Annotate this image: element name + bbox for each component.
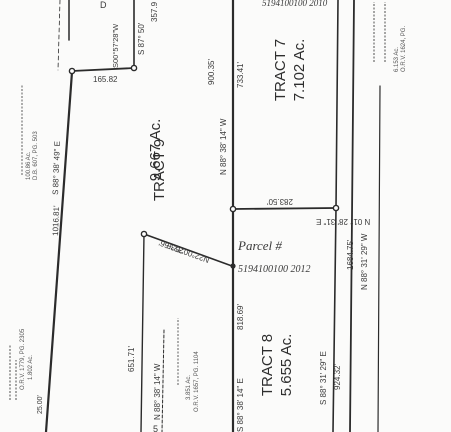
dashed-line xyxy=(57,0,61,71)
corner-marker xyxy=(68,67,76,75)
west-bearing: S 88° 38' 49" E xyxy=(51,141,62,195)
center-upper-distance: 900.35' xyxy=(207,59,216,85)
southwest-distance: 25.00' xyxy=(37,395,44,414)
tract8-name: TRACT 8 xyxy=(259,334,276,396)
top-left-letter: D xyxy=(100,0,107,10)
lower-west-bearing: N 88° 38' 14" W xyxy=(153,363,162,420)
west-deed-acres: 100.86 Ac. xyxy=(26,151,32,180)
tract9-acres: 9.667 Ac. xyxy=(147,119,164,182)
east-owner-scribble xyxy=(373,2,386,62)
bottom-center-mark: 5 xyxy=(153,424,158,432)
far-east-distance: 1684.75' xyxy=(346,239,355,270)
tract7-acres: 7.102 Ac. xyxy=(291,39,308,102)
corner-marker xyxy=(229,205,237,213)
center-deed-acres: 3.851 Ac. xyxy=(186,375,192,400)
west-boundary-line xyxy=(44,70,74,432)
southwest-owner-scribble xyxy=(9,345,17,400)
center-lower-distance: 818.69' xyxy=(236,304,245,330)
tract8-east-distance: 924.32' xyxy=(333,364,342,390)
east-deed-acres: 6.153 Ac. xyxy=(394,47,400,72)
top-parcel-number: 5194100100 2010 xyxy=(262,0,328,8)
lower-west-distance: 651.71' xyxy=(127,346,136,372)
tract8-acres: 5.655 Ac. xyxy=(278,334,295,397)
north-vertical-bearing: S00°57'28"W xyxy=(111,23,120,68)
far-east-line xyxy=(349,0,355,432)
corner-marker xyxy=(332,204,340,212)
tract7-east-line xyxy=(335,0,339,209)
center-lower-bearing: S 88° 38' 14" E xyxy=(236,378,245,432)
north-corner-distance: 165.82 xyxy=(93,75,118,84)
corner-marker xyxy=(140,230,148,238)
tract8-east-bearing: S 88° 31' 29" E xyxy=(319,351,328,405)
tract9-name: TRACT 9 xyxy=(151,139,168,201)
top-right-distance: 357.9 xyxy=(150,1,159,22)
parcel-pin-marker xyxy=(230,263,236,269)
southwest-deed-ref: O.R.V. 1779, PG. 2305 xyxy=(20,328,26,390)
north-corner-line xyxy=(71,67,135,72)
road-edge-line xyxy=(377,85,381,432)
tract7-south-bearing: N 01° 28' 31" E xyxy=(316,217,370,226)
tract7-south-line xyxy=(232,207,337,210)
easement-line xyxy=(161,329,165,432)
tract8-east-line xyxy=(332,207,337,432)
center-deed-ref: O.R.V. 1657, PG. 1104 xyxy=(194,351,200,412)
center-upper-bearing: N 88° 38' 14" W xyxy=(219,118,228,175)
top-right-bearing: S 87° 50' xyxy=(137,22,146,55)
far-east-bearing: N 88° 31' 29" W xyxy=(360,233,369,290)
tract7-west-distance: 733.41' xyxy=(236,62,245,88)
southwest-deed-acres: 1.802 Ac. xyxy=(28,355,34,380)
diagonal-bearing: N22°00'32"E xyxy=(165,241,211,265)
parcel-label: Parcel # xyxy=(237,238,282,253)
diagonal-line xyxy=(143,233,233,267)
west-distance: 1016.81' xyxy=(51,205,61,236)
east-deed-ref: O.R.V. 1624, PG. xyxy=(401,26,407,72)
tract7-name: TRACT 7 xyxy=(272,39,289,101)
tract7-south-distance: 283.50' xyxy=(267,197,293,206)
corner-marker xyxy=(130,64,138,72)
west-deed-ref: D.B. 607, PG. 503 xyxy=(33,131,39,180)
parcel-number: 5194100100 2012 xyxy=(238,264,311,275)
lower-west-line xyxy=(140,233,145,432)
